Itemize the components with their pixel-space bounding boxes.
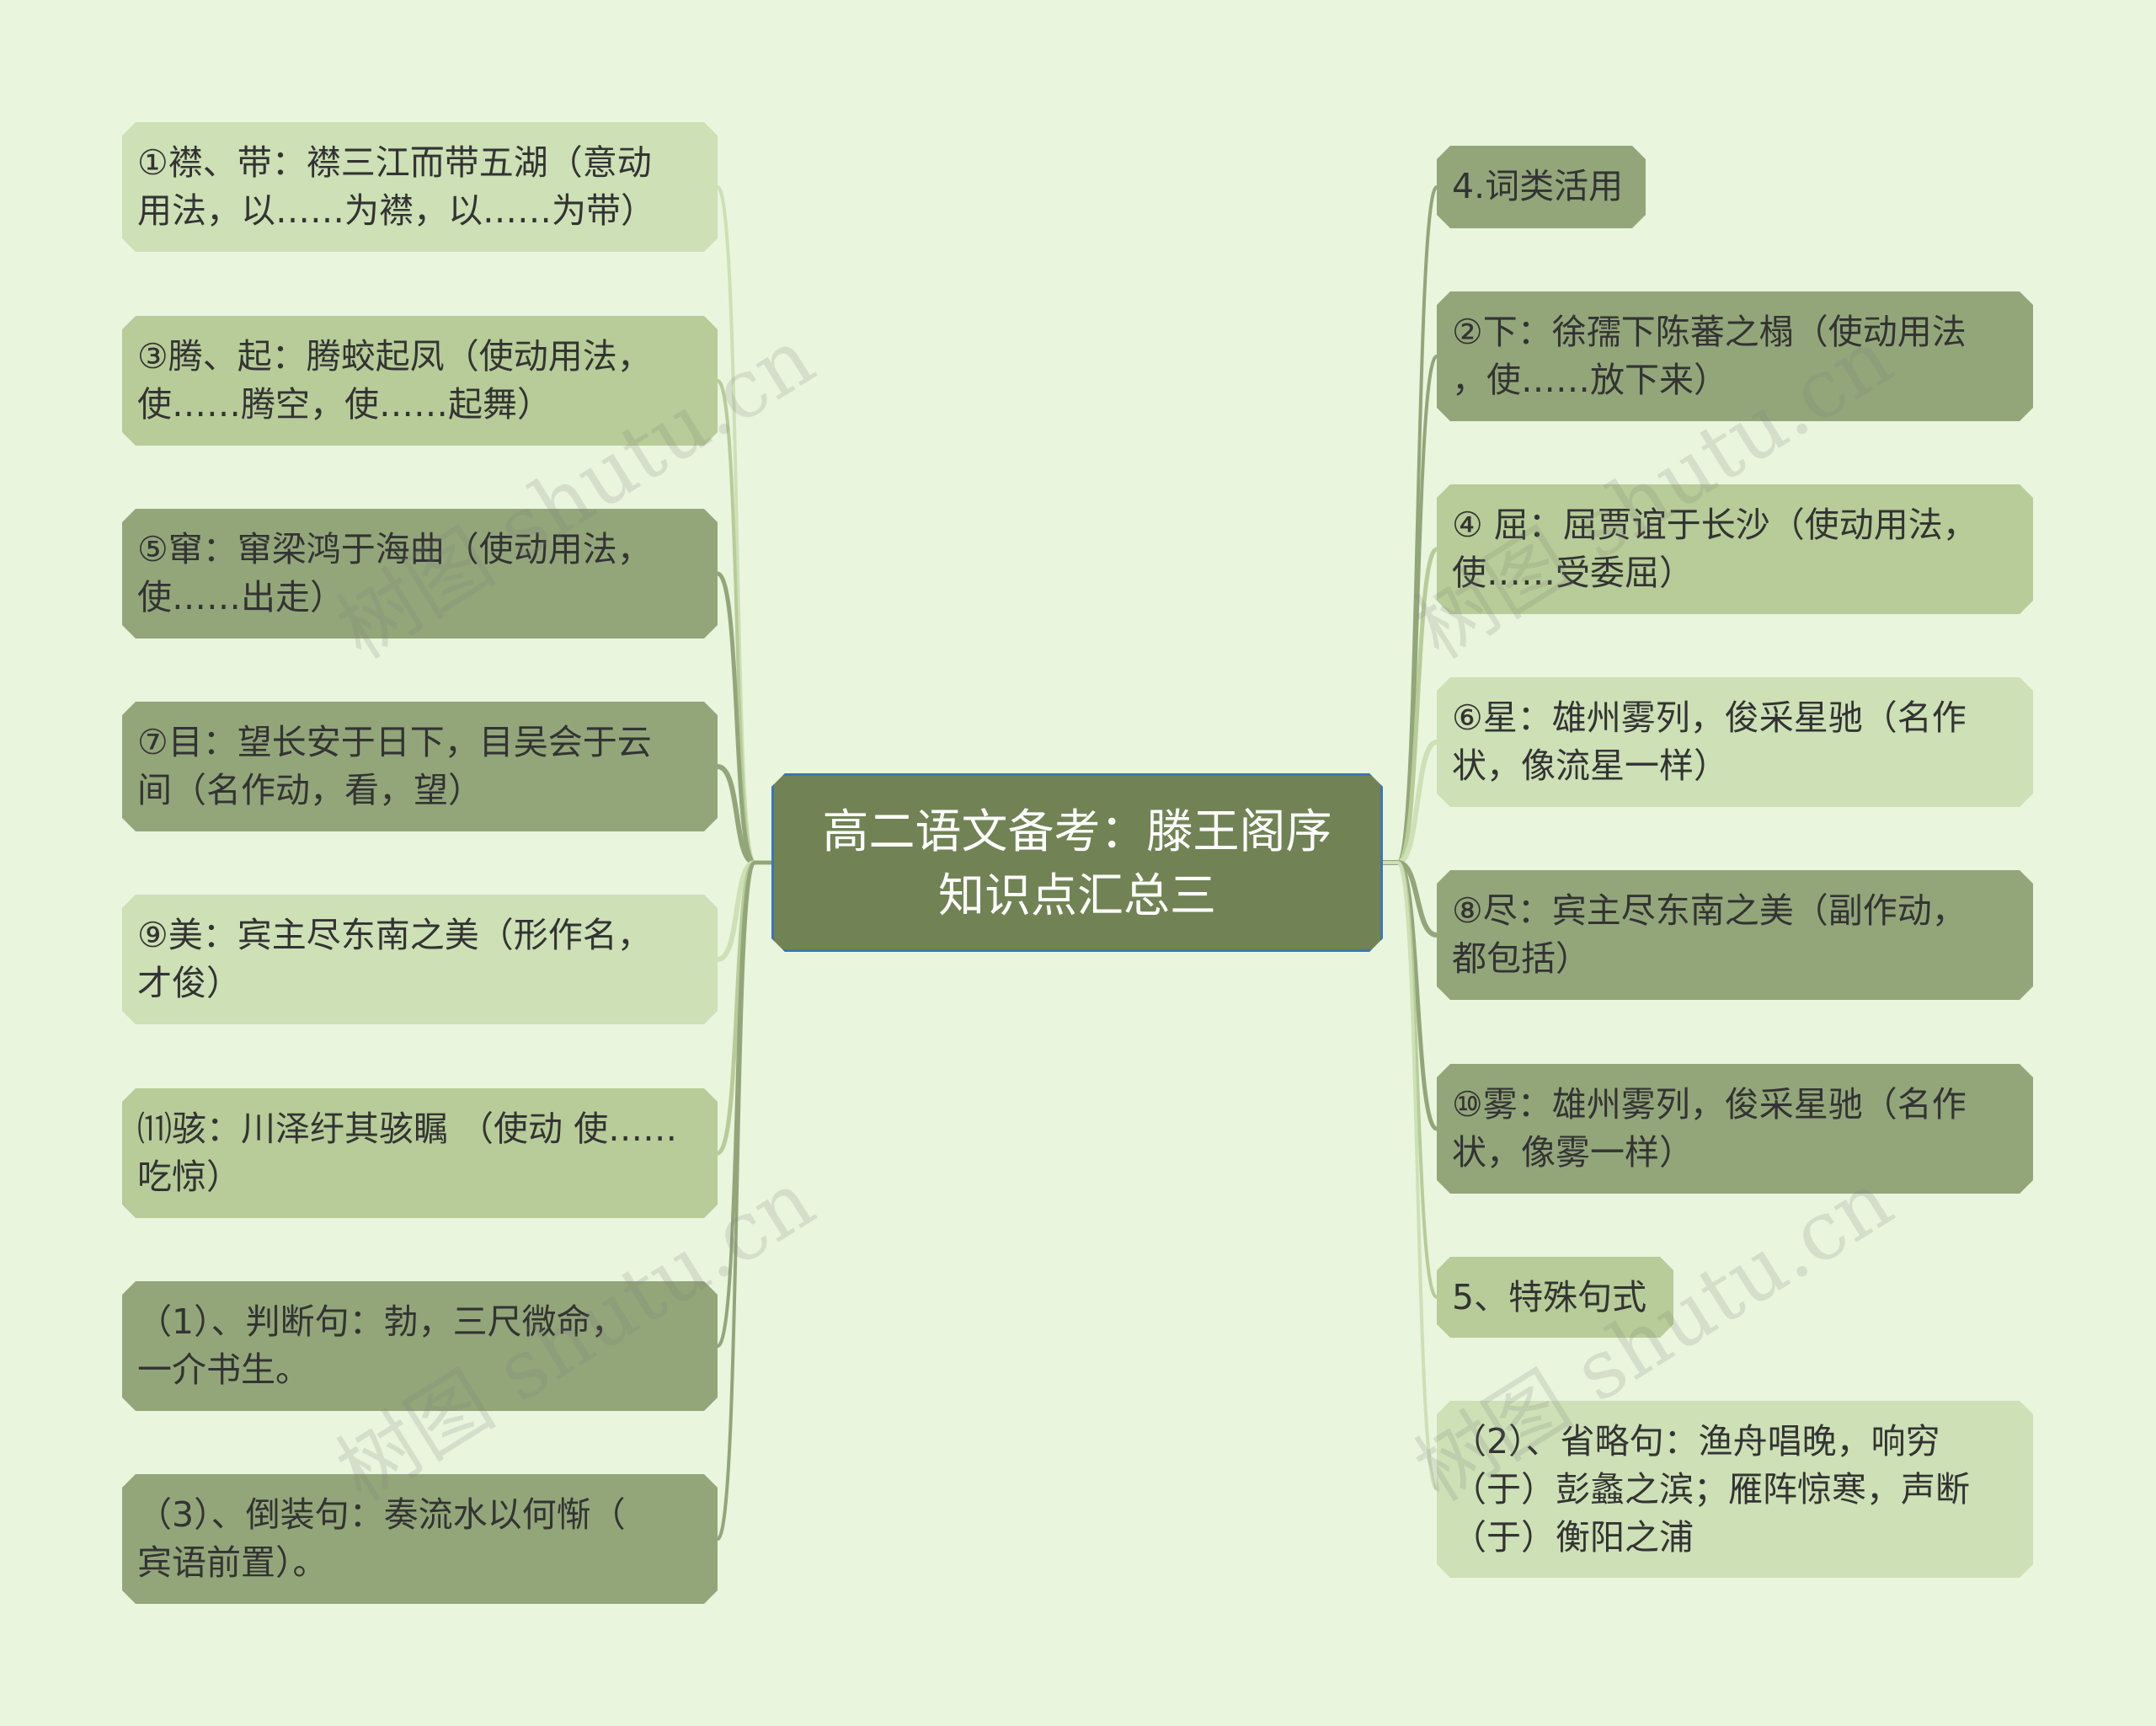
root-topic[interactable]: 高二语文备考：滕王阁序 知识点汇总三: [771, 773, 1383, 952]
topic-text: 宾语前置）。: [137, 1542, 328, 1583]
topic-text: ⑨美：宾主尽东南之美（形作名，: [137, 915, 652, 955]
connector-line: [1383, 861, 1438, 1490]
topic-text: （1）、判断句：勃，三尺微命，: [137, 1301, 626, 1342]
topic-text: ⑤窜：窜梁鸿于海曲（使动用法，: [137, 529, 652, 569]
topic-text: 状，像流星一样）: [1452, 745, 1728, 786]
connector-line: [1383, 547, 1438, 865]
topic-text: 才俊）: [137, 963, 241, 1003]
topic-text: 使……出走）: [137, 577, 344, 617]
topic-text: ③腾、起：腾蛟起凤（使动用法，: [137, 336, 652, 377]
left-topic-6[interactable]: ⑾骇：川泽纡其骇瞩 （使动 使…… 吃惊）: [122, 1088, 718, 1218]
topic-text: （3）、倒装句：奏流水以何惭（: [137, 1494, 626, 1535]
right-topic-3[interactable]: ④ 屈：屈贾谊于长沙（使动用法， 使……受委屈）: [1437, 484, 2033, 614]
right-topic-8[interactable]: （2）、省略句：渔舟唱晚，响穷 （于）彭蠡之滨；雁阵惊寒，声断 （于）衡阳之浦: [1437, 1401, 2033, 1578]
connector-line: [716, 861, 771, 1541]
topic-text: 都包括）: [1452, 938, 1590, 979]
right-topic-1[interactable]: 4.词类活用: [1437, 146, 1646, 228]
left-topic-8[interactable]: （3）、倒装句：奏流水以何惭（ 宾语前置）。: [122, 1474, 718, 1604]
right-topic-4[interactable]: ⑥星：雄州雾列，俊采星驰（名作 状，像流星一样）: [1437, 677, 2033, 807]
topic-text: ⑧尽：宾主尽东南之美（副作动，: [1452, 890, 1967, 931]
right-topic-5[interactable]: ⑧尽：宾主尽东南之美（副作动， 都包括）: [1437, 870, 2033, 1000]
connector-line: [716, 571, 771, 865]
topic-text: ，使……放下来）: [1452, 360, 1728, 400]
topic-text: 使……受委屈）: [1452, 553, 1694, 593]
topic-text: ①襟、带：襟三江而带五湖（意动: [137, 142, 652, 183]
topic-text: 5、特殊句式: [1452, 1277, 1647, 1317]
topic-text: ⑾骇：川泽纡其骇瞩 （使动 使……: [137, 1109, 678, 1149]
topic-text: 用法，以……为襟，以……为带）: [137, 190, 655, 231]
topic-text: 吃惊）: [137, 1157, 241, 1197]
topic-text: 状，像雾一样）: [1452, 1132, 1694, 1173]
left-topic-2[interactable]: ③腾、起：腾蛟起凤（使动用法， 使……腾空，使……起舞）: [122, 316, 718, 446]
topic-text: ⑥星：雄州雾列，俊采星驰（名作: [1452, 697, 1967, 738]
left-topic-3[interactable]: ⑤窜：窜梁鸿于海曲（使动用法， 使……出走）: [122, 509, 718, 639]
topic-text: ⑦目：望长安于日下，目吴会于云: [137, 722, 652, 762]
connector-line: [716, 185, 771, 864]
topic-text: ④ 屈：屈贾谊于长沙（使动用法，: [1452, 505, 1977, 545]
root-topic-line1: 高二语文备考：滕王阁序: [822, 804, 1332, 858]
topic-text: ⑩雾：雄州雾列，俊采星驰（名作: [1452, 1084, 1967, 1125]
connector-line: [716, 379, 771, 864]
connector-line: [1383, 860, 1438, 1131]
connector-line: [1383, 355, 1438, 864]
topic-text: 一介书生。: [137, 1349, 310, 1390]
left-topic-7[interactable]: （1）、判断句：勃，三尺微命， 一介书生。: [122, 1281, 718, 1411]
topic-text: （于）衡阳之浦: [1452, 1517, 1694, 1558]
right-topic-7[interactable]: 5、特殊句式: [1437, 1257, 1673, 1338]
left-topic-1[interactable]: ①襟、带：襟三江而带五湖（意动 用法，以……为襟，以……为带）: [122, 122, 718, 252]
right-topic-2[interactable]: ②下：徐孺下陈蕃之榻（使动用法 ，使……放下来）: [1437, 291, 2033, 421]
topic-text: ②下：徐孺下陈蕃之榻（使动用法: [1452, 312, 1967, 352]
topic-text: 使……腾空，使……起舞）: [137, 384, 552, 425]
left-topic-4[interactable]: ⑦目：望长安于日下，目吴会于云 间（名作动，看，望）: [122, 702, 718, 831]
right-topic-6[interactable]: ⑩雾：雄州雾列，俊采星驰（名作 状，像雾一样）: [1437, 1064, 2033, 1194]
topic-text: （于）彭蠡之滨；雁阵惊寒，声断: [1452, 1469, 1970, 1510]
topic-text: 4.词类活用: [1452, 166, 1624, 206]
topic-text: （2）、省略句：渔舟唱晚，响穷: [1452, 1421, 1940, 1461]
left-topic-5[interactable]: ⑨美：宾主尽东南之美（形作名， 才俊）: [122, 895, 718, 1024]
topic-text: 间（名作动，看，望）: [137, 770, 483, 810]
root-topic-line2: 知识点汇总三: [937, 868, 1216, 922]
